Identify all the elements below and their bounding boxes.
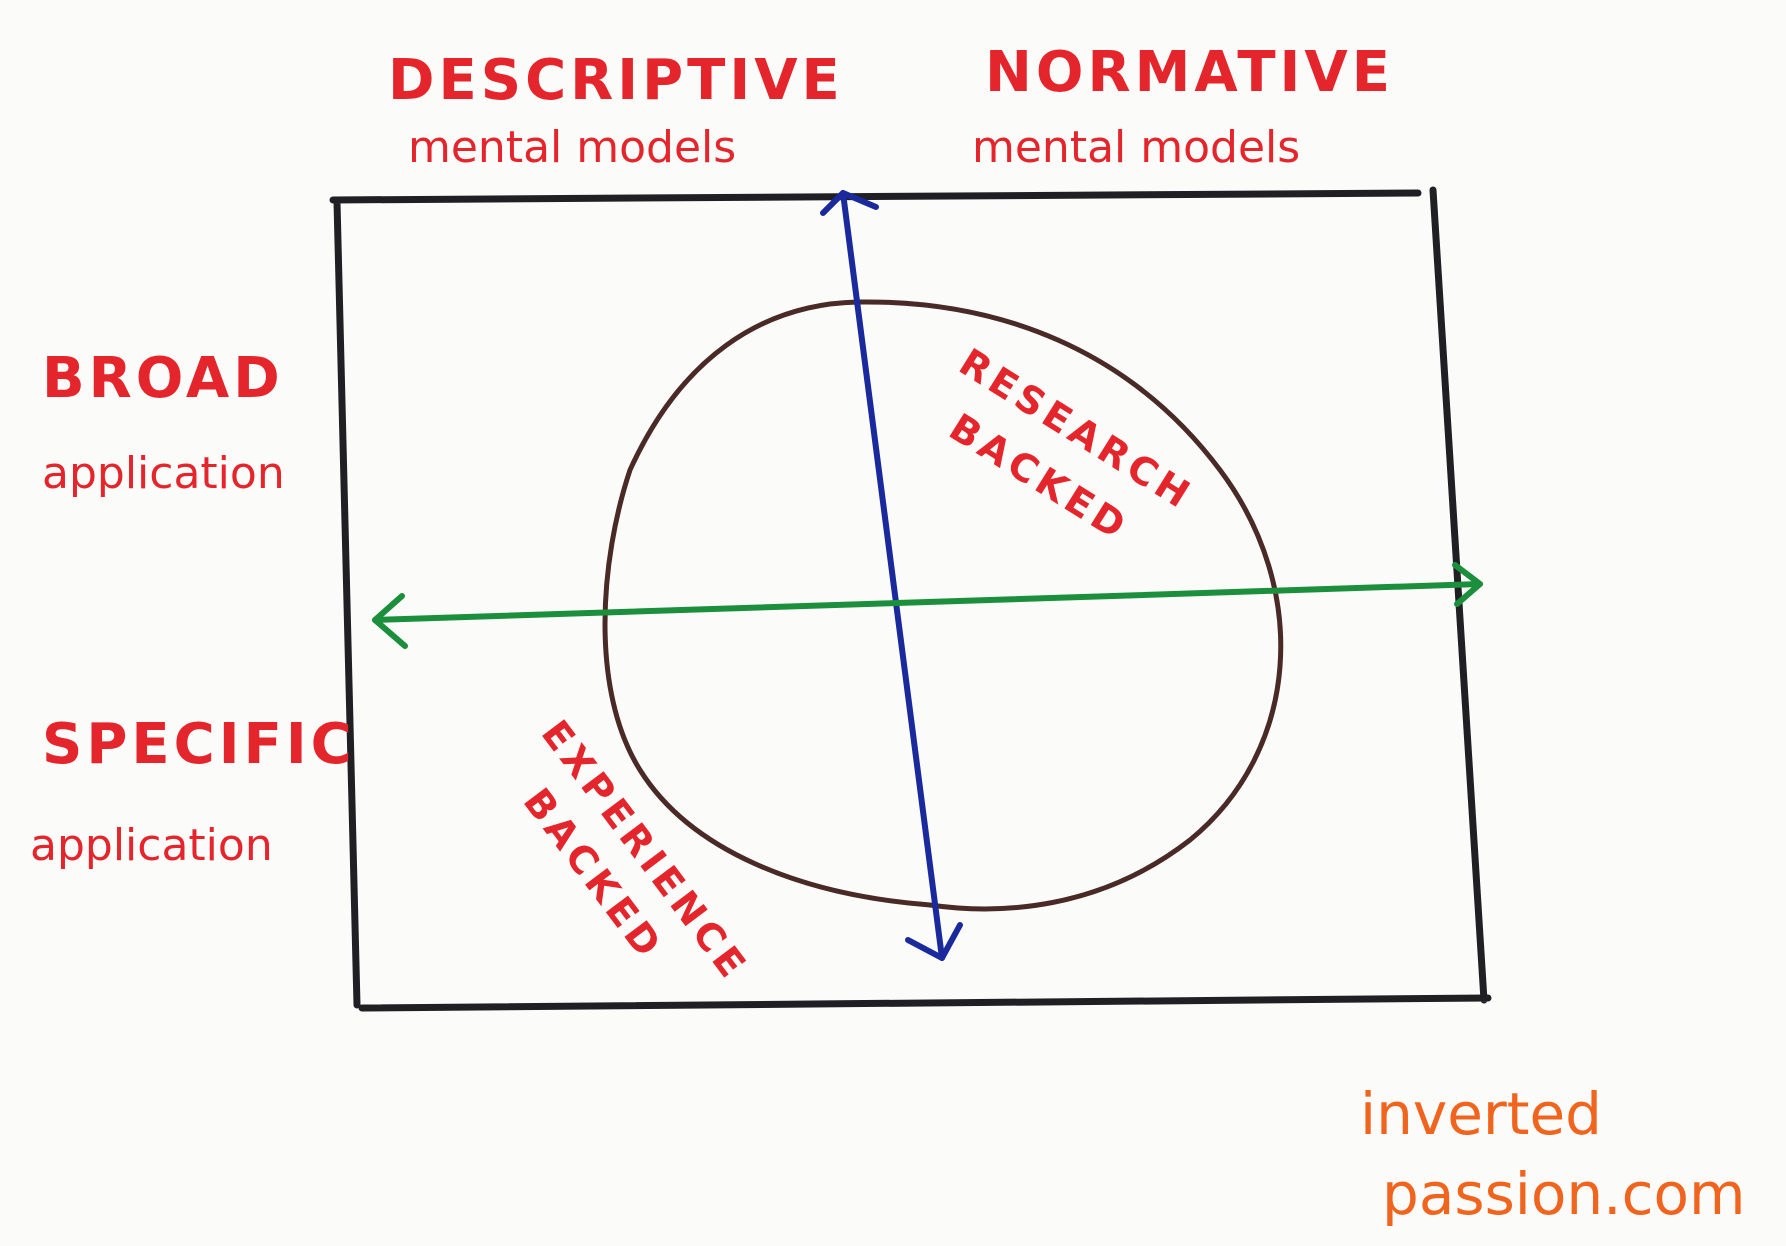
broad-subtitle: application — [42, 448, 285, 499]
watermark-line1: inverted — [1360, 1080, 1602, 1148]
descriptive-title: DESCRIPTIVE — [388, 48, 844, 113]
horizontal-arrow — [372, 562, 1483, 649]
watermark-line2: passion.com — [1382, 1160, 1746, 1228]
descriptive-subtitle: mental models — [408, 122, 737, 173]
central-circle — [602, 299, 1284, 912]
normative-subtitle: mental models — [972, 122, 1301, 173]
specific-subtitle: application — [30, 820, 273, 871]
broad-title: BROAD — [42, 346, 284, 411]
normative-title: NORMATIVE — [985, 40, 1394, 105]
vertical-arrow — [820, 190, 963, 961]
specific-title: SPECIFIC — [42, 712, 356, 777]
frame-rectangle — [329, 186, 1492, 1012]
